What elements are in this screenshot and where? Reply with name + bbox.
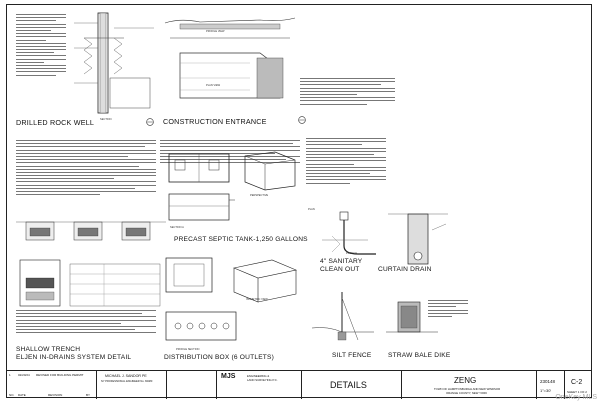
engineer-block: MICHAEL J. SANDOR PE NY PROFESSIONAL ENG… [96,371,166,399]
sanitary-clean-out-drawing [322,211,376,255]
sheet-number: C-2 [571,379,583,386]
label-by: BY [86,393,91,397]
trench-section-drawings [16,221,166,241]
sheet-title-block: DETAILS [301,371,401,399]
revision-date: 02/20/24 [18,373,30,377]
engineer-name: MICHAEL J. SANDOR PE [105,374,147,378]
label-revision: REVISION [48,393,63,397]
perspective-label: PERSPECTIVE [250,194,269,197]
drawing-scale: 1"=30' [540,388,552,393]
right-notes-block [306,138,386,186]
north-symbol-icon [146,118,154,126]
client-name: ZENG [454,376,477,385]
revision-no: 1 [9,373,11,377]
location-line-1: TOWN OF HAMPTONBURGH AND NEW WINDSOR [434,387,501,391]
watermark: OneKey MLS [555,394,597,401]
revision-text: REVISED FOR BUILDING PERMIT [36,373,84,377]
sanitary-clean-out-label-2: CLEAN OUT [320,266,360,273]
shallow-trench-label-1: SHALLOW TRENCH [16,346,81,353]
label-date: DATE [18,393,26,397]
sheet-border [6,4,592,398]
silt-fence-label: SILT FENCE [332,352,372,359]
section-a-label: SECTION A [170,226,184,229]
curtain-drain-drawing [388,213,448,265]
curtain-drain-label: CURTAIN DRAIN [378,266,432,273]
distribution-box-label: DISTRIBUTION BOX (6 OUTLETS) [164,354,275,361]
profile-label: PROFILE [346,252,358,255]
septic-tank-notes [160,140,300,166]
sheet-of: SHEET 1 OF 2 [567,390,587,394]
profile-section-label: PROFILE SECTION [176,348,200,351]
isometric-view-label: ISOMETRIC VIEW [246,298,268,301]
firm-sub-2: LAND SURVEYING P.C. [247,378,278,382]
drilled-rock-well-notes [16,14,66,78]
straw-bale-dike-label: STRAW BALE DIKE [388,352,451,359]
distribution-box-drawing [165,257,298,341]
sanitary-clean-out-label-1: 4" SANITARY [320,258,363,265]
engineer-license: NY PROFESSIONAL ENGINEER No. 84480 [101,380,153,383]
client-block: ZENG TOWN OF HAMPTONBURGH AND NEW WINDSO… [401,371,536,399]
revision-table: 1 02/20/24 REVISED FOR BUILDING PERMIT N… [6,371,96,399]
label-no: NO. [9,393,15,397]
north-symbol-icon [298,116,306,124]
silt-fence-drawing [311,292,374,341]
construction-entrance-label: CONSTRUCTION ENTRANCE [163,117,267,126]
drilled-rock-well-label: DRILLED ROCK WELL [16,118,95,127]
profile-view-label: PROFILE VIEW [206,30,225,33]
job-number: 230148 [540,379,556,384]
location-line-2: ORANGE COUNTY, NEW YORK [446,391,488,395]
job-block: 230148 1"=30' [536,371,564,399]
title-block: 1 02/20/24 REVISED FOR BUILDING PERMIT N… [6,370,592,399]
firm-block: MJS ENGINEERING & LAND SURVEYING P.C. [216,371,301,399]
plan-label: PLAN [308,208,315,211]
drawing-info-block [166,371,216,399]
shallow-trench-label-2: ELJEN IN-DRAINS SYSTEM DETAIL [16,354,132,361]
drilled-rock-well-drawing [74,12,154,114]
shallow-trench-drawing [19,259,161,307]
shallow-trench-notes [16,310,156,336]
construction-entrance-drawing [164,17,296,99]
construction-entrance-notes [300,78,395,107]
straw-bale-notes [428,300,468,319]
septic-tank-drawing [168,151,296,221]
section-label: SECTION [100,118,112,121]
firm-sub: ENGINEERING & [247,374,270,378]
precast-septic-tank-label: PRECAST SEPTIC TANK-1,250 GALLONS [174,236,308,243]
firm-name: MJS [221,373,236,380]
septic-general-notes [16,140,156,197]
sheet-title: DETAILS [330,380,367,390]
sheet-number-block: C-2 SHEET 1 OF 2 [564,371,592,399]
plan-view-label: PLAN VIEW [206,84,221,87]
straw-bale-dike-drawing [386,301,438,333]
